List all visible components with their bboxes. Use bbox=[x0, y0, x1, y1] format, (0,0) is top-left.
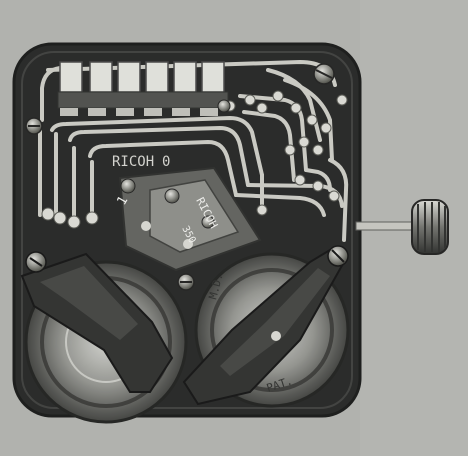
board-marking: 0 bbox=[162, 154, 170, 170]
connector-blocks bbox=[57, 61, 229, 116]
chip-module: RICOH 350 1 bbox=[114, 166, 262, 272]
battery-clamps bbox=[20, 245, 349, 406]
crown-and-stem bbox=[355, 199, 449, 255]
board-screws bbox=[25, 63, 335, 291]
solder-pads bbox=[41, 90, 348, 229]
board-brand-text: RICOH bbox=[112, 154, 154, 170]
